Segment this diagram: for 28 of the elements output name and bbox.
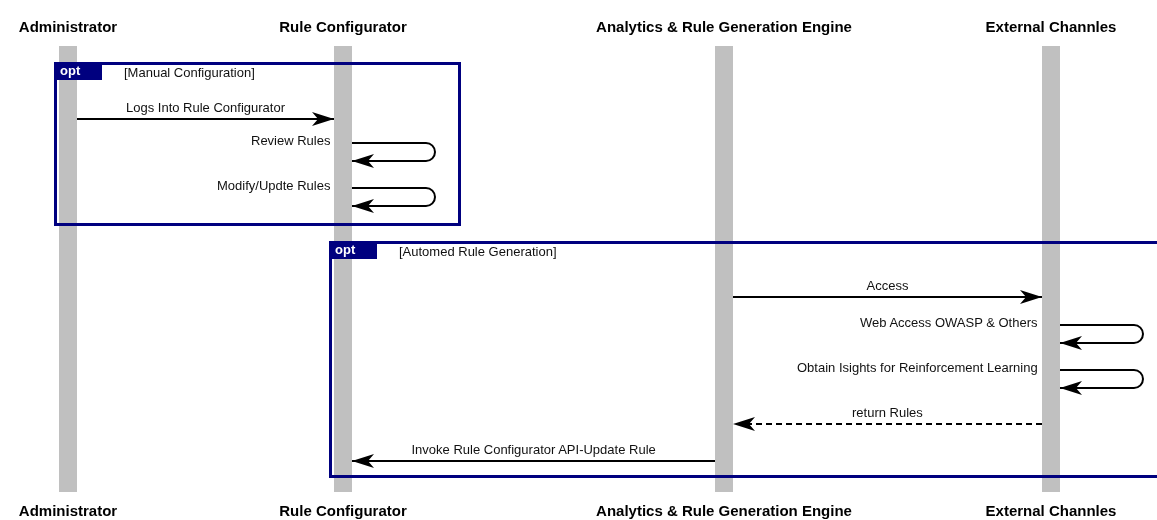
self-message-arrow [1059, 369, 1144, 395]
participant-name: Administrator [18, 18, 118, 35]
self-message-arrow [351, 142, 436, 168]
self-message-arrow [1059, 324, 1144, 350]
guard-condition: [Automed Rule Generation] [399, 244, 557, 259]
participant-name: External Channles [985, 18, 1117, 35]
participant-name: Analytics & Rule Generation Engine [596, 18, 852, 35]
message-arrow [732, 290, 1043, 304]
return-message-arrow [732, 417, 1043, 431]
participant-name: Administrator [18, 502, 118, 519]
frame-operator-label: opt [329, 241, 378, 259]
message-label: Invoke Rule Configurator API-Update Rule [410, 442, 657, 457]
frame-operator-label: opt [54, 62, 103, 80]
message-label: Review Rules [250, 133, 332, 148]
participant-name: Rule Configurator [279, 18, 407, 35]
self-message-arrow [351, 187, 436, 213]
message-label: Logs Into Rule Configurator [125, 100, 286, 115]
participant-name: External Channles [985, 502, 1117, 519]
participant-name: Analytics & Rule Generation Engine [596, 502, 852, 519]
message-arrow [76, 112, 335, 126]
message-label: Obtain Isights for Reinforcement Learning [796, 360, 1039, 375]
message-label: return Rules [851, 405, 924, 420]
message-label: Web Access OWASP & Others [859, 315, 1039, 330]
message-arrow [351, 454, 716, 468]
message-label: Modify/Updte Rules [216, 178, 332, 193]
participant-name: Rule Configurator [279, 502, 407, 519]
message-label: Access [865, 278, 910, 293]
guard-condition: [Manual Configuration] [124, 65, 255, 80]
